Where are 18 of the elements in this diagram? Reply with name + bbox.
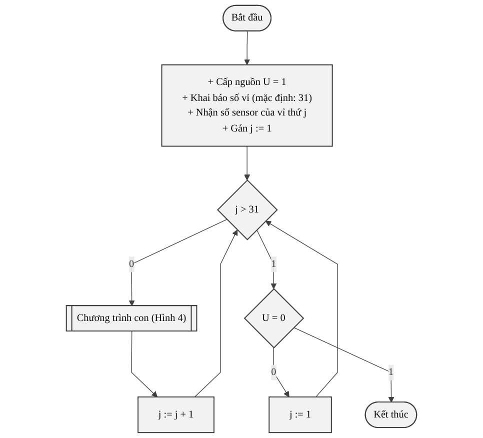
edge-label: 0 [271, 366, 276, 378]
node-box: j := 1 [268, 396, 332, 434]
arrow [194, 230, 238, 398]
arrow [256, 230, 277, 290]
node-box: j := j + 1 [138, 396, 214, 434]
arrow [244, 30, 250, 66]
edge-label: 1 [271, 258, 276, 270]
node-diamond: U = 0 [244, 288, 304, 348]
edge-label: 1 [388, 366, 394, 378]
arrow [128, 219, 228, 306]
node-box: + Cấp nguồn U = 1 + Khai báo số vỉ (mặc định: 31) + Nhận số sensor của vỉ thứ j + Gán j := 1 [161, 64, 333, 147]
arrow [265, 220, 338, 398]
node-diamond: j > 31 [216, 179, 278, 240]
arrow [293, 327, 394, 403]
arrow [244, 146, 250, 180]
arrow [273, 347, 290, 398]
edge-label: 0 [128, 258, 134, 270]
arrow [131, 331, 158, 398]
